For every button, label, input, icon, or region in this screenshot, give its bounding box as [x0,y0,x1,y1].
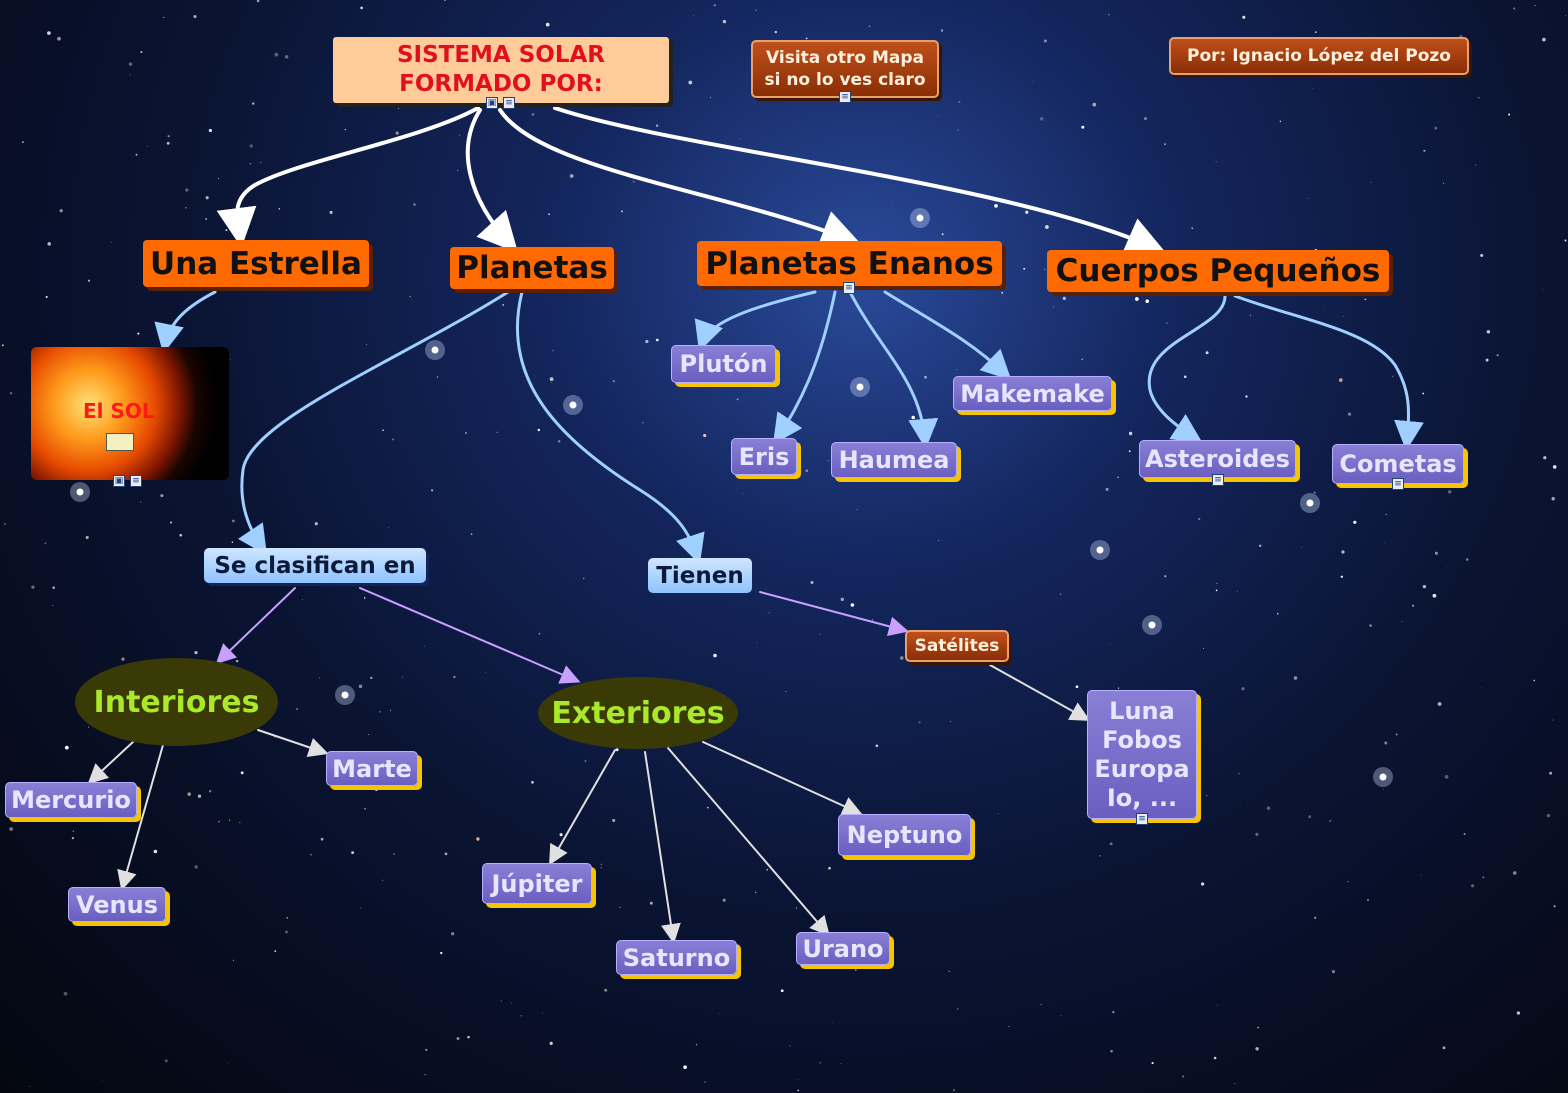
sun-image[interactable]: El SOL [31,347,229,480]
note-icon[interactable]: ≡ [130,475,142,487]
link-outer-neptune [703,742,857,812]
small-bodies-node[interactable]: Cuerpos Pequeños [1047,250,1389,292]
satellites-list-node[interactable]: Luna Fobos Europa Io, ... [1087,690,1197,819]
note-icon[interactable]: ≡ [1136,813,1148,825]
note-icon[interactable]: ≡ [843,282,855,294]
link-inner-mercury [92,742,133,780]
title-text: SISTEMA SOLAR FORMADO POR: [386,41,616,99]
link-star-sun [165,292,215,345]
link-classified-inner [220,588,295,660]
link-satellites-items [990,665,1085,718]
visit-map-link[interactable]: Visita otro Mapa si no lo ves claro [751,40,939,98]
satellite-item: Fobos [1102,726,1182,755]
saturn-node[interactable]: Saturno [616,940,737,975]
inner-group-node[interactable]: Interiores [75,658,278,746]
link-small-comets [1235,296,1409,442]
link-inner-mars [258,730,323,752]
link-dwarf-pluto [702,292,815,343]
link-small-asteroids [1149,296,1225,438]
link-planets-classified [242,292,508,548]
sun-label: El SOL [83,399,155,423]
link-outer-saturn [645,752,673,938]
link-dwarf-makemake [885,292,1005,374]
haumea-node[interactable]: Haumea [831,442,957,478]
neptune-node[interactable]: Neptuno [838,814,971,856]
note-icon[interactable]: ≡ [1212,474,1224,486]
jupiter-node[interactable]: Júpiter [482,863,592,904]
star-node[interactable]: Una Estrella [143,240,369,287]
image-icon[interactable]: ▣ [486,97,498,109]
eris-node[interactable]: Eris [731,438,797,475]
satellite-item: Luna [1109,697,1175,726]
link-dwarf-haumea [850,292,925,440]
satellites-node[interactable]: Satélites [905,630,1009,662]
pluto-node[interactable]: Plutón [671,345,776,383]
visit-map-text: Visita otro Mapa si no lo ves claro [757,47,933,91]
classified-link-node[interactable]: Se clasifican en [204,548,426,583]
makemake-node[interactable]: Makemake [953,376,1112,411]
link-title-dwarfs [500,110,850,240]
note-icon[interactable]: ≡ [503,97,515,109]
label-tag-icon [106,433,134,451]
have-link-node[interactable]: Tienen [648,558,752,593]
author-text: Por: Ignacio López del Pozo [1187,45,1451,67]
author-node[interactable]: Por: Ignacio López del Pozo [1169,37,1469,75]
title-node[interactable]: SISTEMA SOLAR FORMADO POR: [333,37,669,103]
mars-node[interactable]: Marte [326,751,418,786]
mercury-node[interactable]: Mercurio [5,782,137,818]
venus-node[interactable]: Venus [68,887,166,922]
planets-node[interactable]: Planetas [450,247,614,289]
satellite-item: Io, ... [1107,784,1177,813]
outer-group-node[interactable]: Exteriores [538,677,738,749]
uranus-node[interactable]: Urano [796,932,890,965]
asteroids-node[interactable]: Asteroides [1139,440,1296,478]
dwarf-planets-node[interactable]: Planetas Enanos [697,241,1002,286]
satellite-item: Europa [1094,755,1189,784]
image-icon[interactable]: ▣ [113,475,125,487]
link-classified-outer [360,588,575,680]
link-outer-jupiter [552,750,615,860]
link-title-star [237,108,478,236]
note-icon[interactable]: ≡ [839,91,851,103]
link-title-planets [468,110,510,244]
note-icon[interactable]: ≡ [1392,478,1404,490]
link-have-satellites [760,592,903,630]
link-outer-uranus [668,748,826,932]
link-dwarf-eris [778,292,835,437]
link-planets-have [517,292,697,556]
